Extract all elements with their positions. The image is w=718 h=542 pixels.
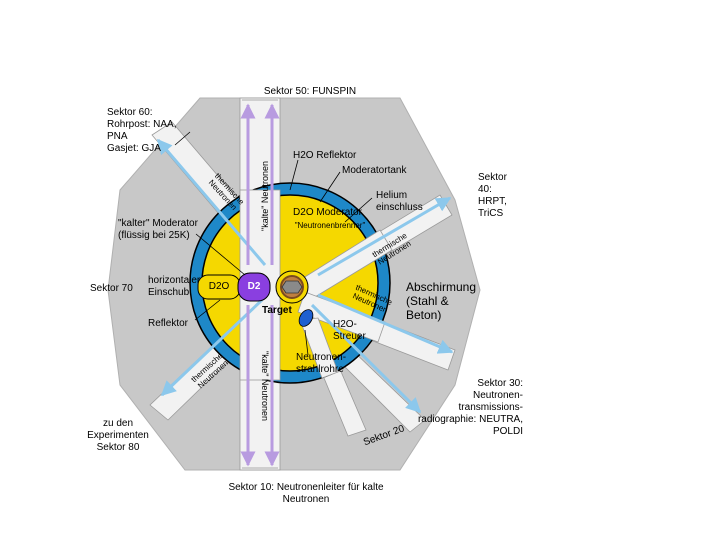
cold-neutron-arrows xyxy=(240,103,280,467)
neutronenbrenner-label: "Neutronenbrenner" xyxy=(294,221,366,230)
reflektor-label: Reflektor xyxy=(148,318,189,329)
d2o-moderator-label: D2O Moderator xyxy=(293,207,362,218)
sektor70-label: Sektor 70 xyxy=(90,283,133,294)
d2-label: D2 xyxy=(247,281,261,292)
kalte-neutronen-bottom-label: "kalte" Neutronen xyxy=(260,351,270,421)
horizontaler-einschub-label: horizontaler Einschub xyxy=(148,275,201,298)
kalte-neutronen-top-label: "kalte" Neutronen xyxy=(260,161,270,231)
d2-cold-moderator xyxy=(237,272,271,302)
h2o-scatterer xyxy=(298,309,314,327)
strahlrohre-label: Neutronen- strahlrohre xyxy=(296,352,347,375)
experimente80-label: zu den Experimenten Sektor 80 xyxy=(87,418,149,453)
sektor50-label: Sektor 50: FUNSPIN xyxy=(263,86,357,97)
thermal-neutron-arrows xyxy=(156,138,454,414)
h2o-reflektor-label: H2O Reflektor xyxy=(293,150,357,161)
kalter-moderator-label: "kalter" Moderator (flüssig bei 25K) xyxy=(118,218,198,241)
sektor60-label: Sektor 60: Rohrpost: NAA, PNA Gasjet: GJ… xyxy=(107,107,177,154)
sektor40-label: Sektor 40: HRPT, TriCS xyxy=(478,172,507,219)
target xyxy=(275,270,309,304)
sektor10-label: Sektor 10: Neutronenleiter für kalte Neu… xyxy=(228,482,384,505)
sektor30-label: Sektor 30: Neutronen- transmissions- rad… xyxy=(417,378,523,437)
helium-label: Helium einschluss xyxy=(376,190,423,213)
d2o-label: D2O xyxy=(208,281,230,292)
tube-end-marks xyxy=(242,99,278,469)
h2o-streuer-label: H2O- Streuer xyxy=(333,319,366,342)
abschirmung-label: Abschirmung (Stahl & Beton) xyxy=(406,280,477,322)
moderatortank-label: Moderatortank xyxy=(342,165,407,176)
pointer-lines xyxy=(174,131,373,356)
target-label: Target xyxy=(262,305,292,316)
